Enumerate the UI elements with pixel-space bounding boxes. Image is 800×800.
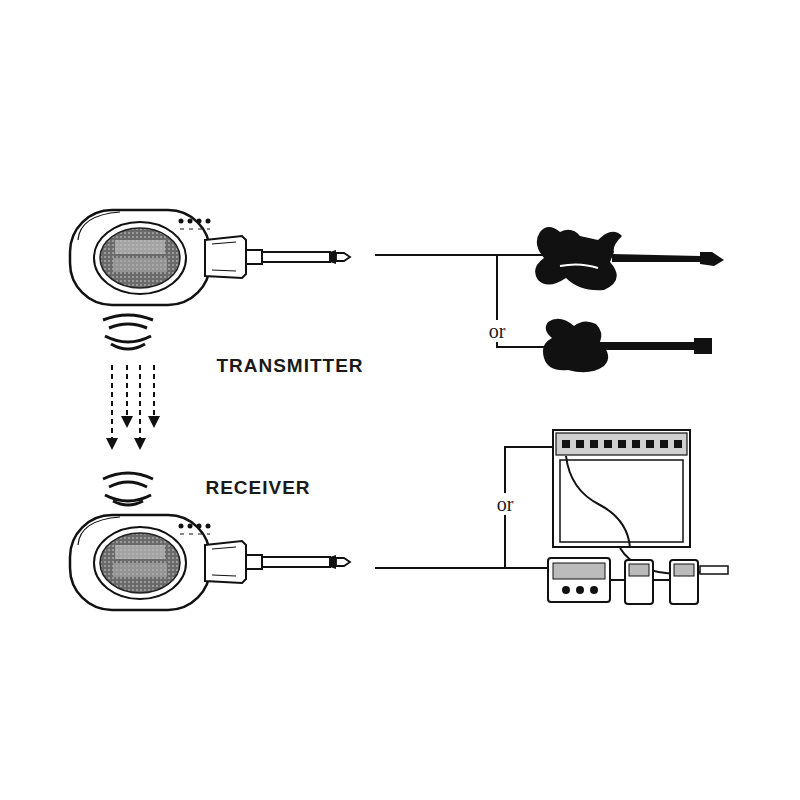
signal-arrows: [112, 365, 154, 440]
arrowheads: [106, 416, 160, 450]
receiver-unit: [70, 515, 350, 610]
signal-waves: [103, 315, 153, 349]
device-label: RECEIVER: [203, 478, 312, 499]
amplifier: [553, 430, 728, 574]
bass-guitar: [543, 319, 712, 372]
device-label: TRANSMITTER: [214, 356, 365, 377]
option-label: or: [495, 493, 516, 515]
transmitter-unit: [70, 210, 350, 305]
electric-guitar: [535, 227, 724, 290]
cables: [375, 255, 560, 568]
effect-pedals: [548, 558, 698, 604]
option-label: or: [487, 320, 508, 342]
signal-waves: [103, 473, 153, 505]
